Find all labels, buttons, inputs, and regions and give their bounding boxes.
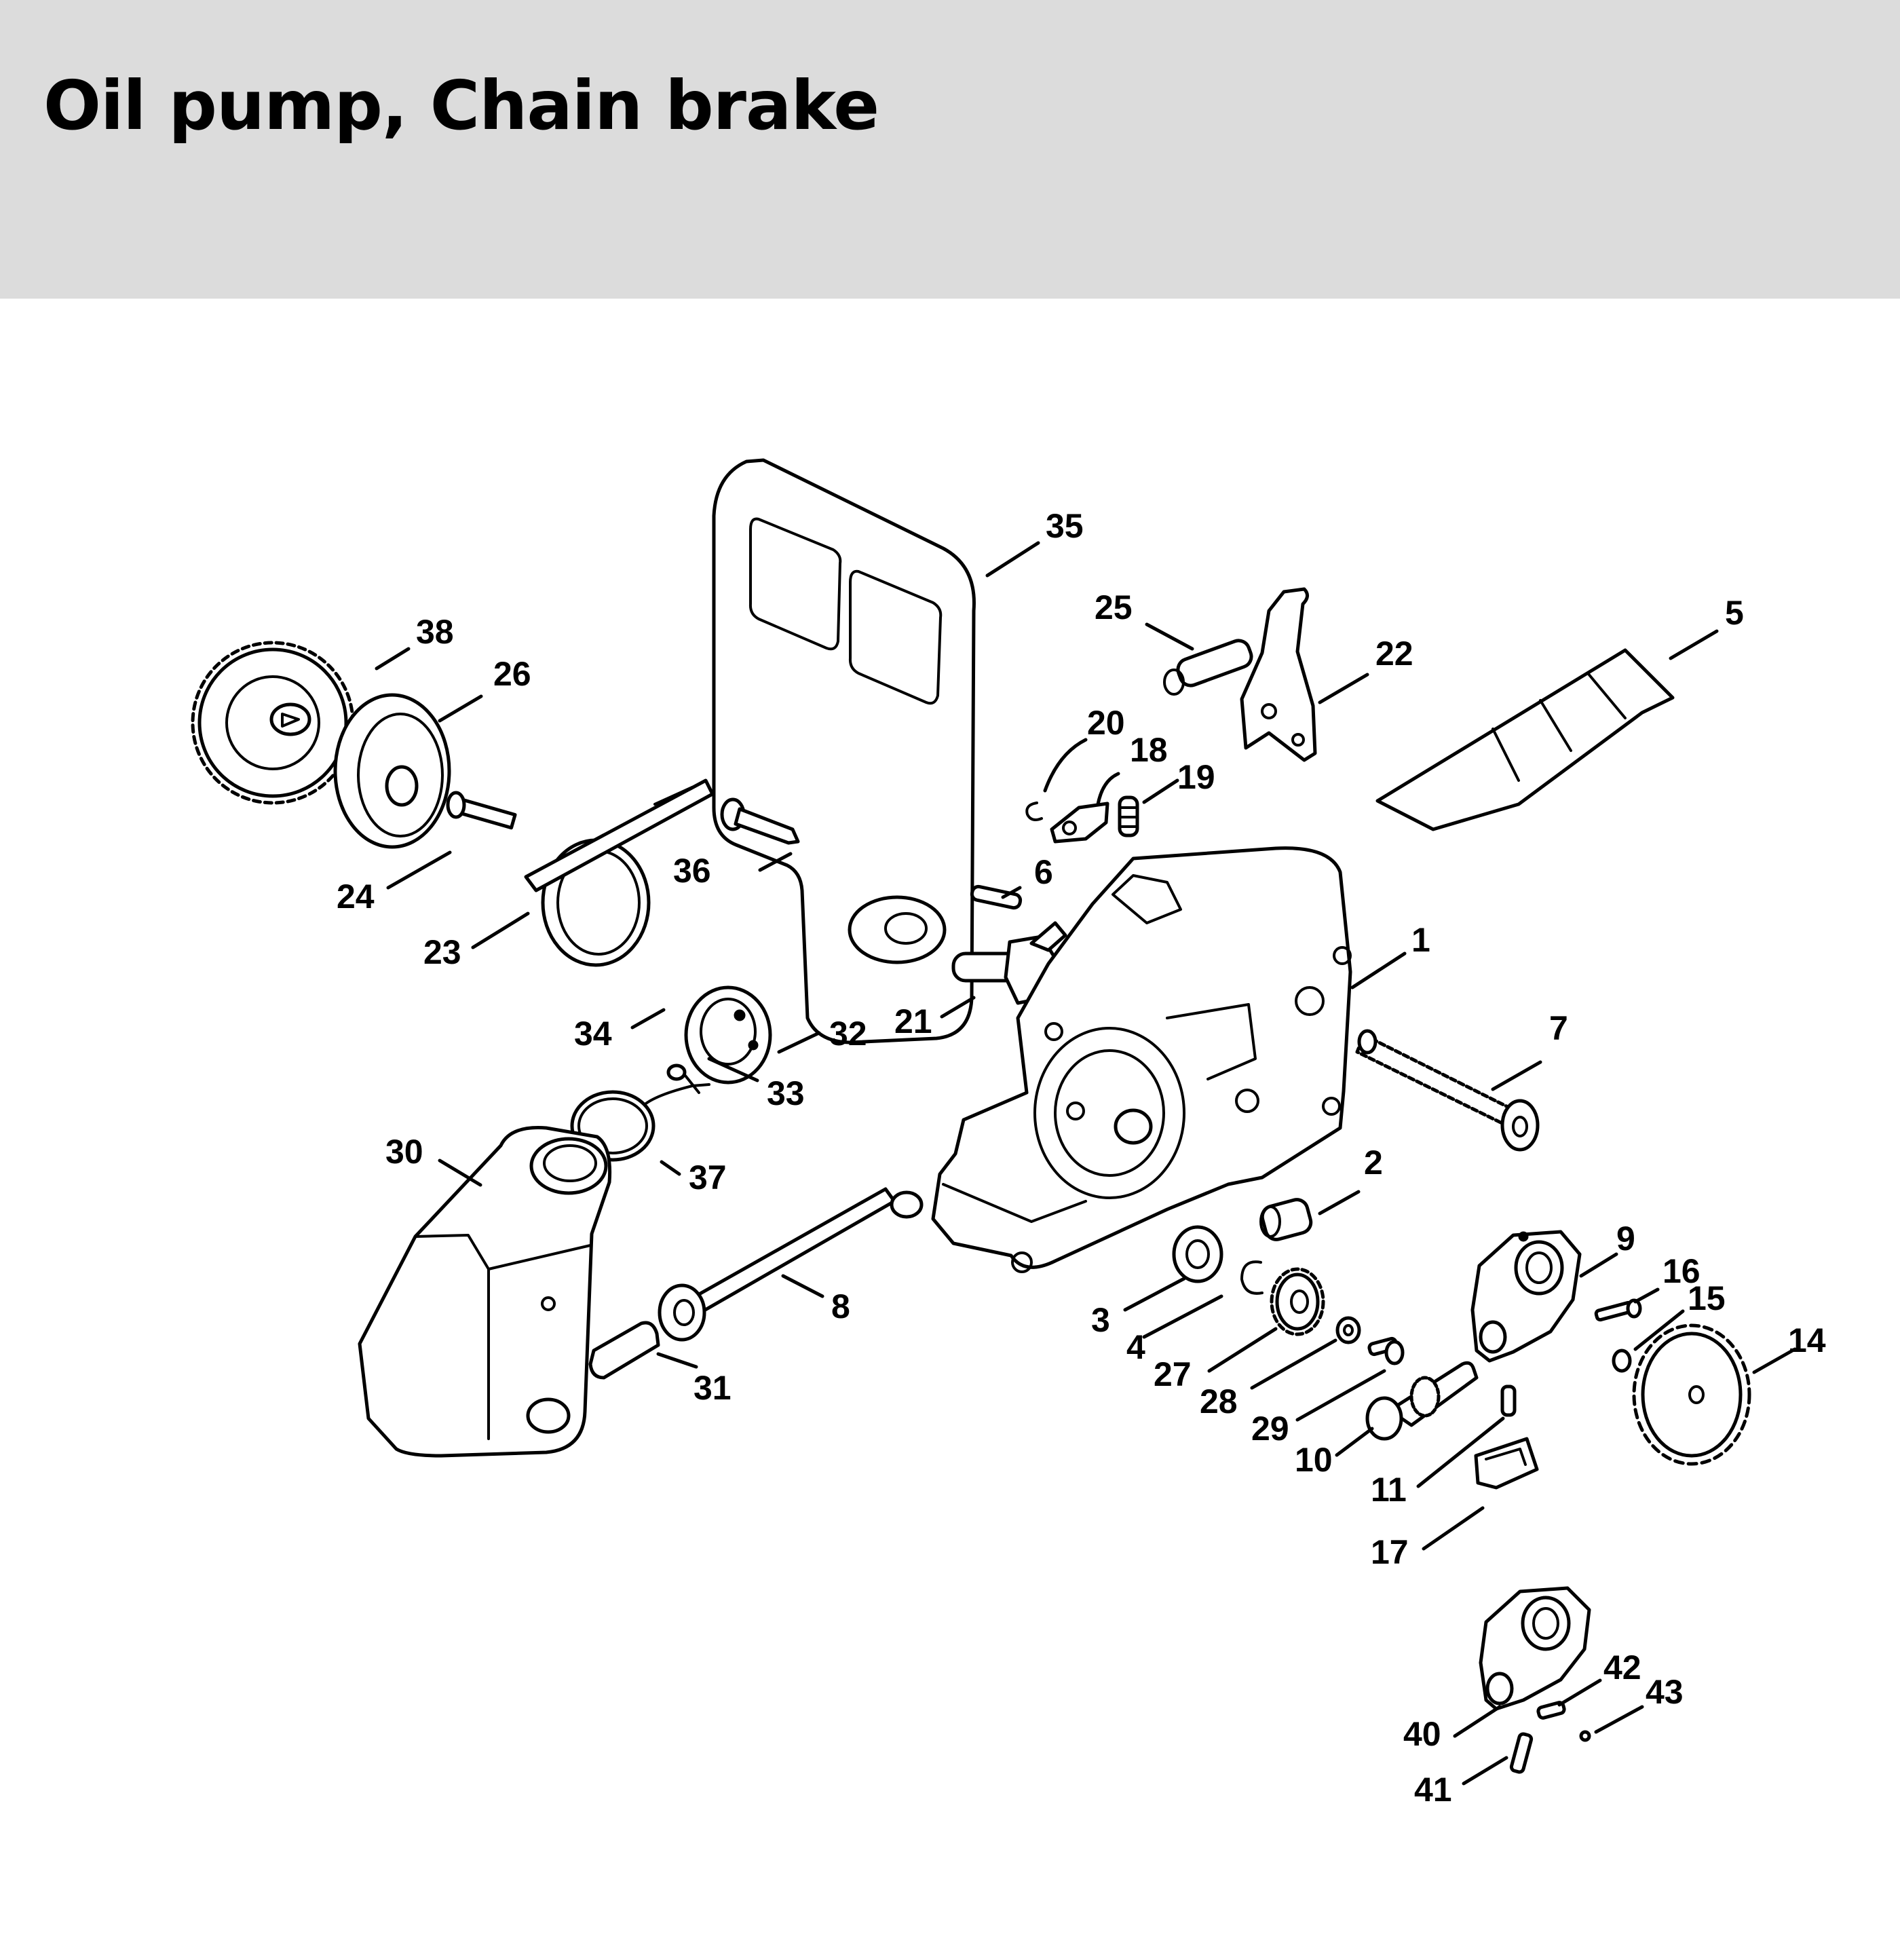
callout-31: 31	[694, 1369, 732, 1407]
part-14-worm-gear	[1632, 1323, 1751, 1466]
callout-2: 2	[1364, 1144, 1383, 1182]
part-29-screw	[1367, 1336, 1405, 1365]
callout-34: 34	[574, 1015, 612, 1053]
header-banner: Oil pump, Chain brake	[0, 0, 1900, 299]
callout-11: 11	[1371, 1471, 1407, 1509]
callout-25: 25	[1095, 588, 1133, 626]
part-24-screw	[446, 791, 517, 830]
callout-17: 17	[1371, 1533, 1409, 1571]
callout-21: 21	[894, 1002, 932, 1040]
callout-43: 43	[1646, 1673, 1684, 1711]
callout-37: 37	[689, 1158, 727, 1196]
callout-6: 6	[1034, 853, 1053, 891]
callout-4: 4	[1126, 1328, 1145, 1366]
callout-27: 27	[1154, 1355, 1192, 1393]
part-19-spring	[1118, 795, 1139, 837]
callout-35: 35	[1046, 507, 1084, 545]
callout-32: 32	[829, 1015, 867, 1053]
callout-16: 16	[1662, 1252, 1700, 1290]
part-16-screw	[1594, 1298, 1642, 1322]
part-10-plunger	[1365, 1361, 1479, 1441]
callout-40: 40	[1403, 1715, 1441, 1753]
callout-36: 36	[673, 852, 711, 890]
callout-24: 24	[337, 878, 375, 916]
part-20-clip	[1025, 802, 1043, 821]
callout-7: 7	[1549, 1009, 1568, 1047]
part-28-washer	[1335, 1316, 1361, 1344]
callout-15: 15	[1688, 1279, 1726, 1317]
callout-19: 19	[1177, 758, 1215, 796]
part-5-guard-plate	[1375, 648, 1675, 831]
callout-23: 23	[423, 933, 461, 971]
part-22-lever	[1240, 587, 1317, 762]
part-30-oil-tank	[358, 1126, 612, 1458]
callout-5: 5	[1725, 594, 1744, 632]
part-9-pump-housing	[1470, 1230, 1582, 1363]
exploded-parts-diagram: 35 38 26 25 22 5 20 18 19 6 24 36 23 21 …	[0, 299, 1900, 1960]
part-26-clutch-drum	[333, 693, 451, 849]
part-1-housing	[931, 846, 1352, 1273]
part-2-bushing	[1259, 1198, 1313, 1241]
callout-3: 3	[1091, 1301, 1110, 1339]
part-34-screw	[666, 1063, 687, 1081]
callout-29: 29	[1251, 1410, 1289, 1448]
part-25-spring	[1163, 639, 1253, 696]
callout-30: 30	[385, 1133, 423, 1171]
part-4-circlip	[1240, 1260, 1264, 1295]
part-3-bearing	[1172, 1225, 1223, 1283]
callout-38: 38	[416, 613, 454, 651]
part-41-pin	[1509, 1732, 1534, 1774]
part-15-washer	[1612, 1349, 1632, 1373]
callout-18: 18	[1130, 731, 1168, 769]
callout-8: 8	[831, 1287, 850, 1325]
part-38-gear	[191, 641, 355, 805]
part-7-worm-shaft	[1355, 1029, 1540, 1152]
callout-9: 9	[1616, 1220, 1635, 1258]
part-21-shaft	[951, 921, 1067, 1005]
part-43-ball	[1579, 1730, 1591, 1742]
part-35-hand-guard	[712, 458, 976, 1044]
callout-26: 26	[493, 655, 531, 693]
callout-42: 42	[1603, 1648, 1641, 1686]
part-36-screw	[720, 797, 800, 845]
callout-20: 20	[1087, 704, 1125, 742]
callout-33: 33	[767, 1074, 805, 1112]
leader-lines	[375, 541, 1797, 1786]
part-23-brake-band	[524, 778, 715, 967]
part-6-pin	[970, 884, 1023, 910]
callout-1: 1	[1411, 921, 1430, 959]
part-27-pinion	[1270, 1267, 1325, 1336]
part-8-oil-line	[658, 1187, 924, 1342]
part-42-spring	[1536, 1701, 1566, 1720]
part-40-pump-housing	[1479, 1586, 1591, 1711]
callout-41: 41	[1414, 1771, 1452, 1809]
callout-28: 28	[1200, 1382, 1238, 1420]
page-title: Oil pump, Chain brake	[43, 66, 879, 145]
part-32-oil-cap	[684, 985, 772, 1085]
callout-14: 14	[1788, 1321, 1826, 1359]
part-17-slide	[1474, 1437, 1539, 1490]
callout-10: 10	[1295, 1441, 1333, 1479]
callout-22: 22	[1375, 635, 1413, 673]
part-18-pawl	[1050, 802, 1109, 844]
part-31-fitting	[588, 1321, 660, 1380]
part-11-pin	[1500, 1384, 1517, 1417]
